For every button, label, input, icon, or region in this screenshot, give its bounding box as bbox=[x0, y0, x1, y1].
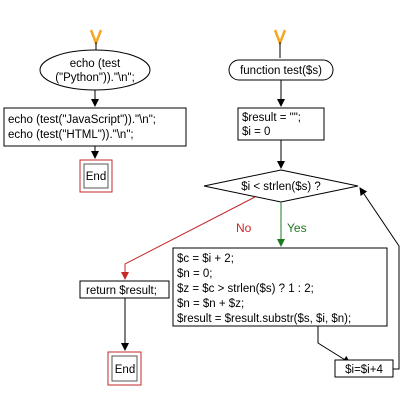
return-text: return $result; bbox=[86, 285, 157, 297]
body-line: $z = $c > strlen($s) ? 1 : 2; bbox=[177, 283, 314, 295]
loop-back-arrow bbox=[359, 187, 400, 370]
connector bbox=[317, 326, 351, 364]
end-label-left: End bbox=[86, 171, 106, 183]
no-label: No bbox=[236, 221, 252, 235]
function-label: function test($s) bbox=[240, 65, 322, 77]
loop-body-box bbox=[172, 247, 388, 327]
yes-label: Yes bbox=[287, 221, 307, 235]
end-terminal-right bbox=[111, 355, 138, 382]
end-terminal-left bbox=[83, 163, 109, 189]
start-indicator-left bbox=[89, 29, 103, 47]
echo-line-2: echo (test("HTML"))."\n"; bbox=[8, 129, 134, 141]
start-indicator-right bbox=[273, 29, 287, 47]
init-process-box bbox=[237, 107, 325, 141]
echo-process-box bbox=[3, 107, 187, 147]
init-line-2: $i = 0 bbox=[242, 126, 270, 138]
body-line: $result = $result.substr($s, $i, $n); bbox=[177, 313, 351, 325]
start-text-line2: ("Python"))."\n"; bbox=[55, 72, 135, 84]
no-arrow bbox=[121, 196, 256, 280]
body-line: $n = $n + $z; bbox=[177, 298, 244, 310]
init-line-1: $result = ""; bbox=[242, 112, 301, 124]
echo-line-1: echo (test("JavaScript"))."\n"; bbox=[8, 114, 156, 126]
condition-text: $i < strlen($s) ? bbox=[241, 181, 321, 193]
increment-text: $i=$i+4 bbox=[345, 364, 383, 376]
body-line: $n = 0; bbox=[177, 268, 213, 280]
body-line: $c = $i + 2; bbox=[177, 253, 234, 265]
end-label-right: End bbox=[115, 364, 135, 376]
start-terminal-left bbox=[39, 49, 151, 91]
start-text-line1: echo (test bbox=[70, 58, 121, 70]
